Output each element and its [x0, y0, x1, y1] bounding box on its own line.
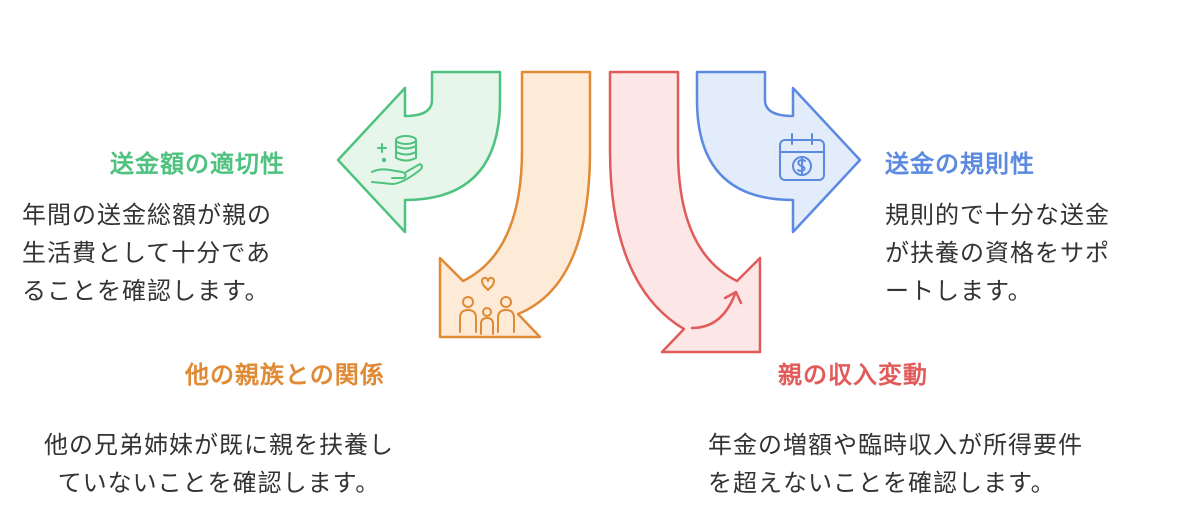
desc-line: が扶養の資格をサポ [885, 239, 1110, 267]
arrow-income [608, 70, 762, 354]
desc-regularity: 規則的で十分な送金 が扶養の資格をサポ ートします。 [885, 196, 1110, 310]
title-income: 親の収入変動 [778, 361, 928, 389]
calendar-dollar-icon [779, 133, 825, 181]
desc-line: ートします。 [885, 277, 1033, 305]
desc-line: 規則的で十分な送金 [885, 201, 1110, 229]
desc-adequacy: 年間の送金総額が親の 生活費として十分であ ることを確認します。 [22, 196, 272, 310]
title-relatives: 他の親族との関係 [185, 361, 385, 389]
desc-line: 他の兄弟姉妹が既に親を扶養し [44, 431, 394, 459]
desc-line: ることを確認します。 [22, 277, 270, 305]
family-icon [459, 276, 515, 335]
desc-line: 年間の送金総額が親の [22, 201, 272, 229]
title-adequacy: 送金額の適切性 [110, 150, 285, 178]
desc-line: を超えないことを確認します。 [708, 469, 1056, 497]
arrow-relatives [438, 70, 592, 339]
trend-up-icon [690, 290, 743, 330]
coins-hand-icon [371, 135, 423, 185]
desc-income: 年金の増額や臨時収入が所得要件 を超えないことを確認します。 [708, 426, 1083, 502]
arrow-adequacy [336, 70, 502, 234]
title-regularity: 送金の規則性 [885, 150, 1035, 178]
desc-line: 生活費として十分であ [22, 239, 272, 267]
arrow-regularity [695, 70, 862, 234]
desc-line: ていないことを確認します。 [57, 469, 381, 497]
desc-line: 年金の増額や臨時収入が所得要件 [708, 431, 1083, 459]
desc-relatives: 他の兄弟姉妹が既に親を扶養し ていないことを確認します。 [44, 426, 394, 502]
